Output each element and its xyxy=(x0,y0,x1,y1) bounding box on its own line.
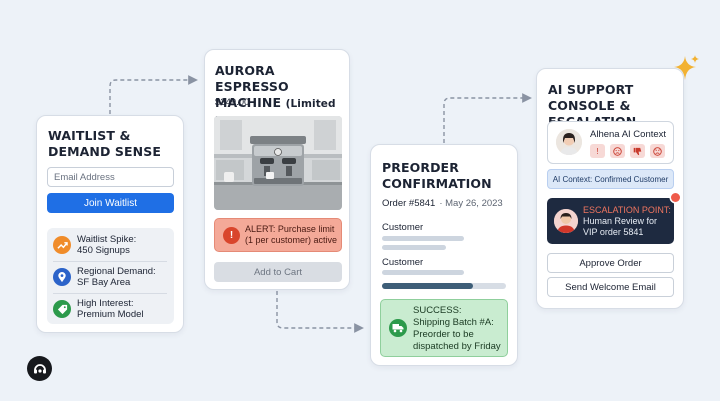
connector-waitlist-to-product xyxy=(109,75,198,114)
exclamation-icon[interactable]: ! xyxy=(590,144,605,158)
sparkle-icon xyxy=(674,55,699,80)
signal-value: Premium Model xyxy=(77,309,144,320)
shipping-success-box: SUCCESS: Shipping Batch #A: Preorder to … xyxy=(380,299,508,357)
email-input[interactable] xyxy=(47,167,174,187)
product-title: AURORA ESPRESSO MACHINE (Limited Drop) xyxy=(215,63,347,129)
escalation-line: VIP order 5841 xyxy=(583,227,644,237)
tag-icon xyxy=(53,300,71,318)
placeholder-line xyxy=(382,270,464,275)
signal-value: SF Bay Area xyxy=(77,277,131,288)
product-name: AURORA ESPRESSO MACHINE xyxy=(215,63,289,110)
success-line: Shipping Batch #A: xyxy=(413,317,494,328)
signal-label: Waitlist Spike: xyxy=(77,234,137,245)
alert-line: ALERT: Purchase limit xyxy=(245,224,335,234)
purchase-limit-alert: ! ALERT: Purchase limit(1 per customer) … xyxy=(214,218,342,252)
placeholder-line xyxy=(382,245,446,250)
frown-icon[interactable] xyxy=(610,144,625,158)
truck-icon xyxy=(389,319,407,337)
avatar xyxy=(554,209,578,233)
send-welcome-email-button[interactable]: Send Welcome Email xyxy=(547,277,674,297)
order-date: · May 26, 2023 xyxy=(439,198,503,209)
signal-regional-demand: Regional Demand:SF Bay Area xyxy=(53,263,171,291)
notification-pin-icon xyxy=(671,193,680,202)
demand-signals-panel: Waitlist Spike:450 Signups Regional Dema… xyxy=(47,228,174,324)
ai-context-pill: AI Context: Confirmed Customer xyxy=(547,169,674,189)
connector-product-to-preorder xyxy=(276,291,364,333)
preorder-card: PREORDER CONFIRMATION Order #5841· May 2… xyxy=(370,144,518,366)
signal-value: 450 Signups xyxy=(77,245,130,256)
warning-icon: ! xyxy=(223,226,240,244)
signal-waitlist-spike: Waitlist Spike:450 Signups xyxy=(53,231,171,259)
support-console-card: AI SUPPORT CONSOLE & ESCALATION Alhena A… xyxy=(536,68,684,309)
customer-label: Customer xyxy=(382,222,424,233)
angry-face-icon[interactable] xyxy=(650,144,665,158)
product-card: AURORA ESPRESSO MACHINE (Limited Drop) $… xyxy=(204,49,350,290)
progress-fill xyxy=(382,283,473,289)
success-line: SUCCESS: xyxy=(413,305,462,316)
placeholder-line xyxy=(382,236,464,241)
signal-high-interest: High Interest:Premium Model xyxy=(53,295,171,323)
product-price: $249.00 xyxy=(215,97,250,108)
join-waitlist-button[interactable]: Join Waitlist xyxy=(47,193,174,213)
approve-order-button[interactable]: Approve Order xyxy=(547,253,674,273)
escalation-message: ESCALATION POINT: Human Review for VIP o… xyxy=(583,205,671,238)
connector-preorder-to-support xyxy=(443,93,532,143)
avatar xyxy=(556,129,582,155)
escalation-panel: ESCALATION POINT: Human Review for VIP o… xyxy=(547,198,674,244)
success-message: SUCCESS: Shipping Batch #A: Preorder to … xyxy=(413,305,507,353)
ai-context-panel: Alhena AI Context ! xyxy=(547,121,674,164)
success-line: Preorder to be xyxy=(413,329,474,340)
escalation-line: Human Review for xyxy=(583,216,658,226)
signal-label: High Interest: xyxy=(77,298,134,309)
escalation-heading: ESCALATION POINT: xyxy=(583,205,671,215)
signal-label: Regional Demand: xyxy=(77,266,156,277)
waitlist-card: WAITLIST & DEMAND SENSE Join Waitlist Wa… xyxy=(36,115,184,333)
thumbs-down-icon[interactable] xyxy=(630,144,645,158)
ai-context-title: Alhena AI Context xyxy=(590,129,667,140)
order-number: Order #5841 xyxy=(382,198,436,209)
waitlist-title: WAITLIST & DEMAND SENSE xyxy=(48,128,161,159)
trend-up-icon xyxy=(53,236,71,254)
success-line: dispatched by Friday xyxy=(413,341,501,352)
preorder-progress-bar xyxy=(382,283,506,289)
espresso-machine-photo xyxy=(214,116,342,210)
preorder-title: PREORDER CONFIRMATION xyxy=(382,160,492,191)
order-info: Order #5841· May 26, 2023 xyxy=(382,198,503,209)
brand-logo-icon[interactable] xyxy=(27,356,52,381)
alert-line: (1 per customer) active xyxy=(245,235,338,245)
map-pin-icon xyxy=(53,268,71,286)
customer-label: Customer xyxy=(382,257,424,268)
add-to-cart-button[interactable]: Add to Cart xyxy=(214,262,342,282)
divider xyxy=(53,293,167,294)
divider xyxy=(53,261,167,262)
